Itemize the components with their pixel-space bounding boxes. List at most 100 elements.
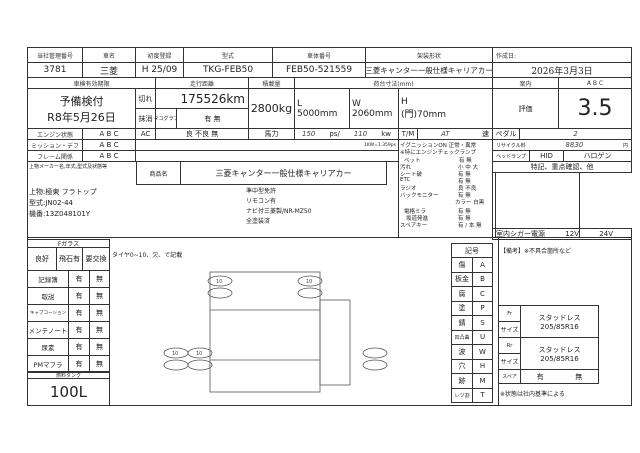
doc-yes: 有: [68, 338, 90, 356]
equip-label: イグニッションON: [400, 143, 447, 149]
symbol-code: C: [472, 286, 493, 302]
equip-label: ※特にエンジンチェックランプ: [400, 150, 476, 156]
fuel-value: 100L: [27, 378, 110, 406]
first-reg: H 25/09: [135, 62, 184, 78]
upper-line: 上物:極東 フラトップ: [29, 188, 97, 196]
power-kw: 110: [353, 130, 368, 138]
symbol-name: 板金: [451, 271, 473, 287]
symbol-code: P: [472, 300, 493, 316]
product-label: 商品名: [136, 161, 181, 185]
inspection-line1: 予備検付: [59, 94, 104, 108]
symbol-name: 跡: [451, 373, 473, 389]
glass-opt-good: 良好: [27, 247, 57, 271]
bed-height: H(門)70mm: [398, 88, 493, 129]
chassis-no: FEB50-521559: [272, 62, 366, 78]
tire-oval: [297, 287, 323, 299]
fr-label: Fr: [498, 305, 521, 322]
recycle-unit: 円: [622, 142, 628, 149]
recycle-value: 8830: [565, 141, 584, 149]
doc-label: 尿素: [27, 338, 69, 356]
fr-size-label: サイズ: [498, 321, 521, 338]
chassis-label: 車体番号: [272, 47, 366, 63]
mileage-value: 175526km: [155, 88, 249, 109]
truck-cab-outline: [319, 299, 351, 386]
cancelled-label: 抹消: [135, 108, 156, 129]
doc-no: 無: [89, 321, 110, 339]
tire-oval: [362, 347, 388, 359]
first-reg-label: 初度登録: [135, 47, 184, 63]
remarks-label: 【備考】※不具合箇所など: [500, 248, 572, 255]
upper-line: 型式:JN02-44: [29, 199, 73, 207]
symbol-name: レツ割: [451, 387, 473, 403]
tire-mark: 10: [306, 279, 312, 285]
bed-h-label: H: [401, 97, 408, 107]
symbol-name: 穴: [451, 358, 473, 374]
doc-yes: 有: [68, 270, 90, 288]
equip-value: 有 無: [458, 172, 471, 178]
rr-tire-size: 205/85R16: [540, 354, 579, 363]
symbol-name: 腐: [451, 286, 473, 302]
equip-label: 坂道発進: [406, 216, 429, 222]
equip-label: ラジオ: [400, 186, 417, 192]
glass-opt-replace: 要交換: [82, 247, 110, 271]
recycle-label: リサイクル料: [496, 142, 526, 149]
upper-label: 上物メーカー名,年式,型式及状態等: [29, 164, 108, 170]
doc-no: 無: [89, 355, 110, 373]
symbol-name: 塗: [451, 300, 473, 316]
equip-label: 汚れ: [400, 165, 412, 171]
tire-mark: 10: [216, 279, 222, 285]
rr-size-label: サイズ: [498, 353, 521, 370]
spec-info: 準中型免許 リモコン有 ナビ付三菱製/NR-MZ50 全塗装済: [246, 187, 312, 227]
footer-note: ※状態は社内基準による: [500, 391, 565, 398]
bed-l-value: 5000mm: [297, 108, 338, 119]
maker: 三菱: [82, 62, 136, 78]
inspection-value: 予備検付 R8年5月26日: [27, 88, 136, 129]
bed-w-value: 2060mm: [352, 108, 393, 119]
symbols-title: 記号: [451, 243, 493, 258]
equip-label: バックモニター: [400, 193, 439, 199]
spare-value: 有無: [520, 369, 599, 384]
cigar-12v: 12V: [565, 230, 579, 238]
spare-yes: 有: [536, 372, 544, 381]
equip-value: 有 無: [458, 179, 471, 185]
equip-value: 有 / 本 無: [458, 223, 482, 229]
expired-label: 切れ: [135, 88, 156, 109]
doc-no: 無: [89, 304, 110, 322]
symbol-code: H: [472, 358, 493, 374]
tacho-value: 有 無: [176, 108, 249, 129]
doc-no: 無: [89, 287, 110, 305]
equip-value: 良 不良: [458, 186, 477, 192]
equip-value: 有 無: [458, 216, 471, 222]
model: TKG-FEB50: [183, 62, 273, 78]
doc-no: 無: [89, 270, 110, 288]
equip-label: シート破: [400, 172, 423, 178]
tire-oval: [207, 287, 233, 299]
truck-body-outline: [209, 271, 321, 393]
mgmt-no-label: 当社管理番号: [27, 47, 83, 63]
fr-tire-size: 205/85R16: [540, 322, 579, 331]
tire-oval: [187, 347, 213, 359]
tire-oval: [163, 359, 189, 371]
fr-tire-type: スタッドレス: [538, 313, 581, 322]
doc-yes: 有: [68, 321, 90, 339]
equip-value: 正常・異常: [448, 143, 477, 149]
bed-l-label: L: [297, 98, 303, 109]
cigar-24v: 24V: [599, 230, 613, 238]
bed-w-label: W: [352, 98, 361, 109]
equip-label: ETC: [400, 177, 411, 183]
grade-value: 3.5: [558, 88, 632, 129]
doc-yes: 有: [68, 287, 90, 305]
inspection-line2: R8年5月26日: [47, 110, 116, 124]
doc-yes: 有: [68, 304, 90, 322]
created-date: 2026年3月3日: [492, 62, 632, 78]
doc-label: 記録簿: [27, 270, 69, 288]
tire-note: タイヤ0~10、欠、で記載: [112, 252, 183, 259]
doc-no: 無: [89, 338, 110, 356]
equip-label: スペアキー: [400, 223, 428, 229]
maker-label: 車名: [82, 47, 136, 63]
spare-no: 無: [575, 372, 583, 381]
model-label: 型式: [183, 47, 273, 63]
